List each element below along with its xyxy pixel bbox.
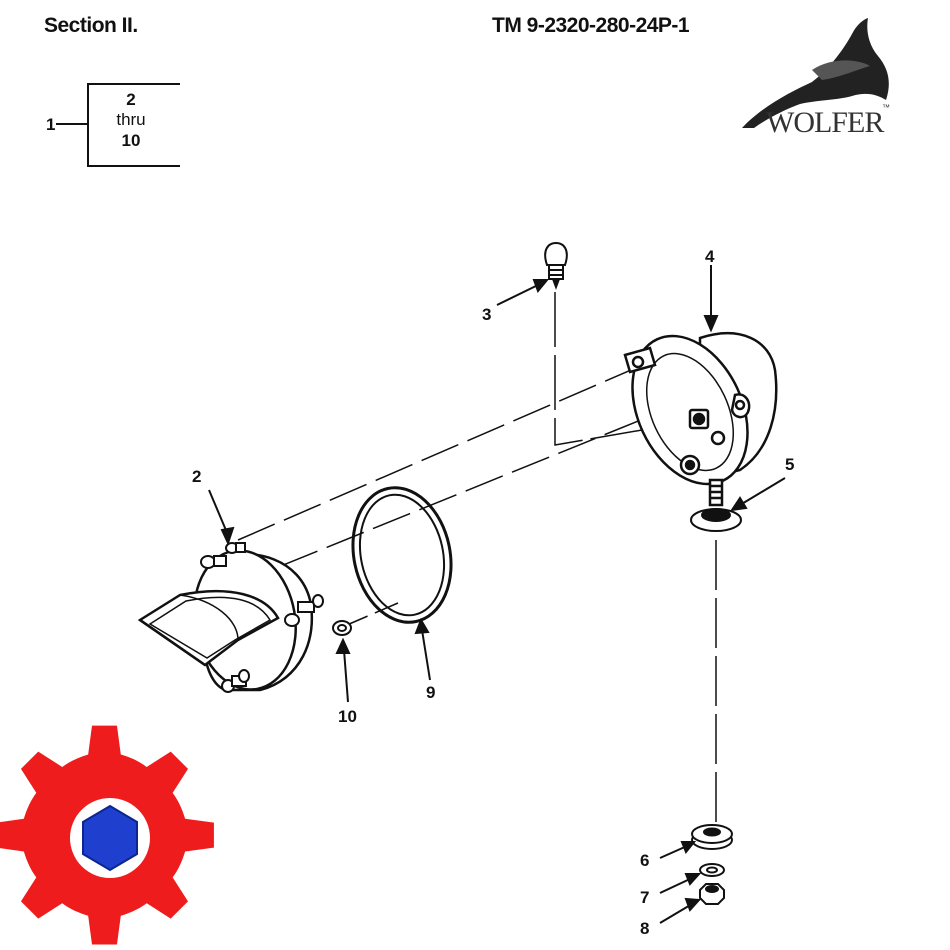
lamp-housing [623, 332, 778, 507]
lockwasher-7 [699, 863, 725, 877]
lead-item-number: 1 [46, 115, 56, 134]
grommet-6 [691, 824, 733, 850]
callout-9: 9 [426, 683, 435, 702]
callout-5: 5 [785, 455, 794, 474]
lamp-bulb [544, 241, 568, 290]
callout-6: 6 [640, 851, 649, 870]
trademark-mark: ™ [882, 103, 890, 112]
washer [332, 620, 352, 636]
callout-10: 10 [338, 707, 357, 726]
callout-3: 3 [482, 305, 491, 324]
hexagon-bolt-icon [82, 804, 138, 872]
wolf-silhouette-icon [742, 18, 889, 128]
section-title: Section II. [44, 14, 138, 37]
lens-gasket [351, 486, 453, 624]
screw-bottom [221, 669, 250, 693]
wolfer-logo: WOLFER ™ [742, 18, 890, 139]
gear-hexagon-logo [0, 725, 214, 945]
wolfer-brand-text: WOLFER [766, 106, 884, 139]
tm-number: TM 9-2320-280-24P-1 [492, 14, 690, 37]
callout-2: 2 [192, 467, 201, 486]
bracket-lines [56, 83, 180, 167]
screw-top [200, 542, 246, 569]
screw-right [284, 594, 324, 627]
stud-gasket [690, 508, 742, 532]
lens-door-assembly [137, 549, 314, 692]
reference-bracket: 1 2 thru 10 [44, 82, 184, 172]
range-word: thru [116, 110, 146, 129]
range-end: 10 [121, 131, 141, 150]
leader-arrows [208, 265, 786, 924]
grommet-washer-nut-stack [691, 824, 733, 905]
callout-4: 4 [705, 247, 715, 266]
nut-8 [699, 883, 725, 905]
range-start: 2 [126, 90, 136, 109]
callout-7: 7 [640, 888, 649, 907]
callout-8: 8 [640, 919, 649, 938]
door-screws [200, 542, 324, 693]
